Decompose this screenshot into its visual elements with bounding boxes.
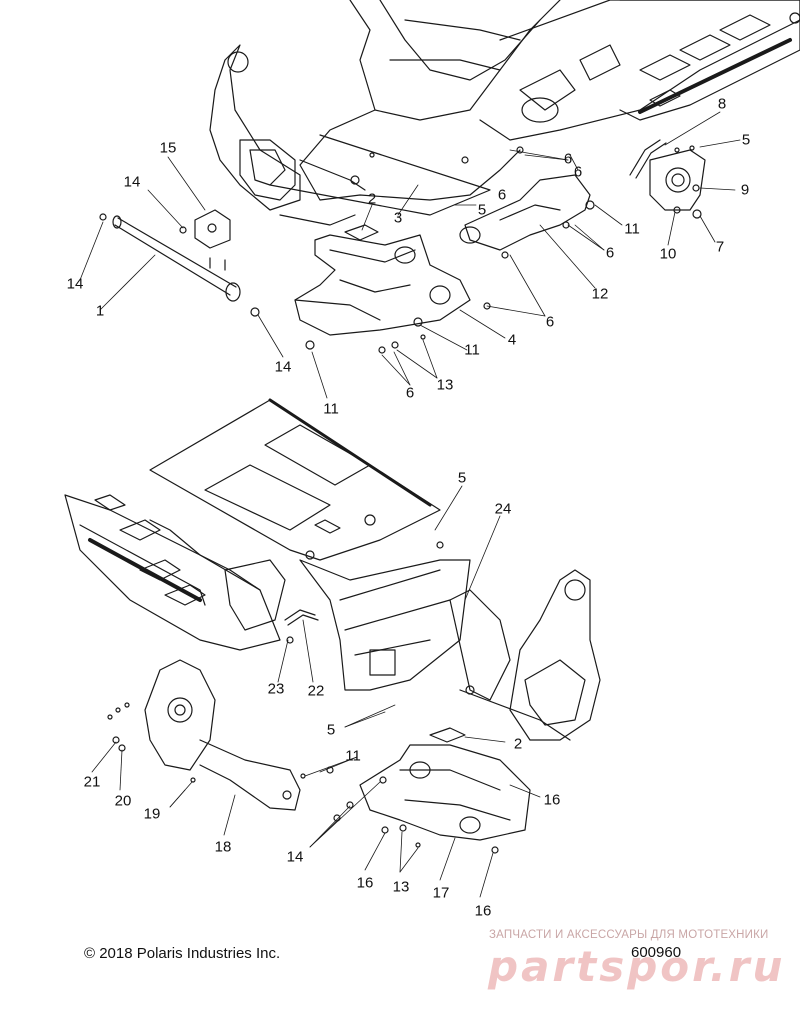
leader-lines <box>79 111 741 898</box>
callout-16-a: 16 <box>543 791 561 809</box>
chaincase-part-19 <box>107 659 301 811</box>
callout-5-lower-top: 5 <box>457 469 467 487</box>
bracket-part-12 <box>459 174 595 259</box>
callout-17: 17 <box>432 884 450 902</box>
callout-11-a: 11 <box>624 220 640 238</box>
callout-15: 15 <box>159 139 177 157</box>
copyright-notice: © 2018 Polaris Industries Inc. <box>84 945 281 962</box>
callout-14-b: 14 <box>66 275 84 293</box>
callout-4: 4 <box>507 331 517 349</box>
bracket-part-22-23 <box>284 609 319 644</box>
callout-5-lower-bottom: 5 <box>326 721 336 739</box>
callout-8: 8 <box>717 95 727 113</box>
callout-13-lower: 13 <box>392 878 410 896</box>
plate-part-2-upper <box>344 224 379 241</box>
crossmember-part-17 <box>300 744 531 854</box>
bracket-part-15 <box>179 209 231 271</box>
callout-10: 10 <box>659 245 677 263</box>
drawing-number: 600960 <box>631 944 682 961</box>
callout-6-a: 6 <box>563 150 573 168</box>
lower-frame-assembly <box>64 398 601 741</box>
callout-24: 24 <box>494 500 512 518</box>
callout-14-c: 14 <box>274 358 292 376</box>
callout-2-lower: 2 <box>513 735 523 753</box>
callout-6-e: 6 <box>545 313 555 331</box>
callout-16-b: 16 <box>356 874 374 892</box>
callout-6-f: 6 <box>405 384 415 402</box>
callout-20: 20 <box>114 792 132 810</box>
callout-5-upper-right: 5 <box>741 131 751 149</box>
callout-6-d: 6 <box>605 244 615 262</box>
shaft-part-1 <box>99 213 260 317</box>
callout-14-a: 14 <box>123 173 141 191</box>
callout-12: 12 <box>591 285 609 303</box>
callout-3: 3 <box>393 209 403 227</box>
callout-1: 1 <box>95 302 105 320</box>
bracket-part-8-10 <box>629 139 706 219</box>
callout-19: 19 <box>143 805 161 823</box>
callout-11-d: 11 <box>345 747 361 765</box>
callout-16-c: 16 <box>474 902 492 920</box>
callout-7: 7 <box>715 238 725 256</box>
callout-21: 21 <box>83 773 101 791</box>
callout-11-c: 11 <box>323 400 339 418</box>
callout-14-d: 14 <box>286 848 304 866</box>
upper-frame-assembly <box>209 0 800 226</box>
callout-9: 9 <box>740 181 750 199</box>
callout-22: 22 <box>307 682 325 700</box>
callout-18: 18 <box>214 838 232 856</box>
watermark-tagline: ЗАПЧАСТИ И АКСЕССУАРЫ ДЛЯ МОТОТЕХНИКИ <box>489 929 769 941</box>
callout-2-upper: 2 <box>367 190 377 208</box>
callout-11-b: 11 <box>464 341 480 359</box>
callout-6-c: 6 <box>497 186 507 204</box>
callout-6-b: 6 <box>573 163 583 181</box>
watermark-logo: partspor.ru <box>488 942 786 991</box>
crossmember-part-4 <box>294 234 491 354</box>
plate-part-2-lower <box>429 727 466 743</box>
callout-13-upper: 13 <box>436 376 454 394</box>
callout-5-upper-mid: 5 <box>477 201 487 219</box>
callout-23: 23 <box>267 680 285 698</box>
